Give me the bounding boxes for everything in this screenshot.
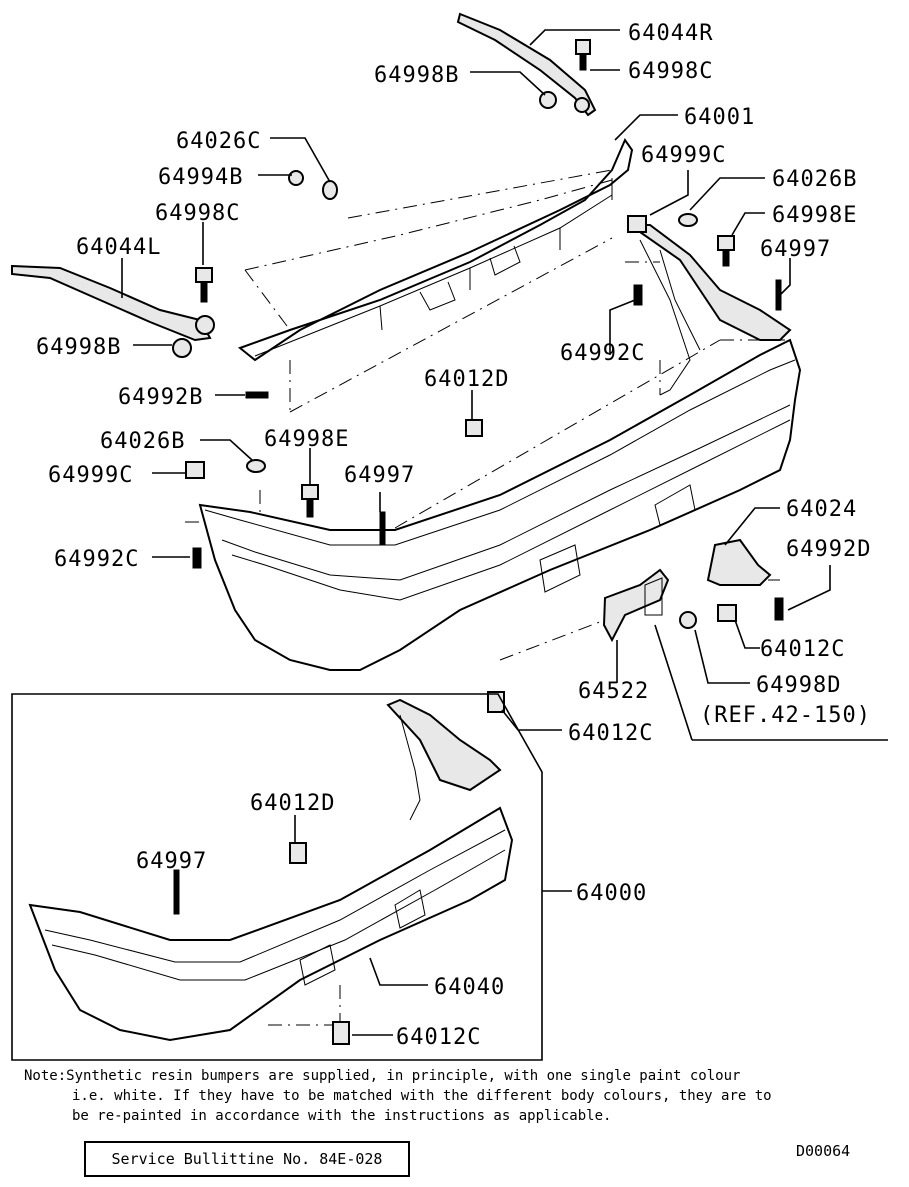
side-rail-right [456,12,597,117]
note-line-1: Note:Synthetic resin bumpers are supplie… [24,1068,741,1084]
label-64044R: 64044R [628,21,713,46]
label-64997-right: 64997 [760,237,831,262]
label-64998B-left: 64998B [36,335,121,360]
leader-lines [121,29,888,1036]
label-64012D-box: 64012D [250,791,335,816]
label-64998C-left: 64998C [155,201,240,226]
label-64012C-mid: 64012C [568,721,653,746]
label-64994B: 64994B [158,165,243,190]
bumper-reinforcement [237,137,634,362]
assembly-box [11,693,543,1061]
label-64012D-mid: 64012D [424,367,509,392]
bumper-cover-main [198,224,802,671]
part-labels: 64044R 64998C 64998B 64001 64026C 64994B… [36,21,871,1050]
label-64001: 64001 [684,105,755,130]
label-ref-42-150: (REF.42-150) [700,703,871,728]
label-64522: 64522 [578,679,649,704]
label-64012C-box: 64012C [396,1025,481,1050]
label-64026B-right: 64026B [772,167,857,192]
note-line-3: be re-painted in accordance with the ins… [72,1108,612,1124]
label-64026B-left: 64026B [100,429,185,454]
label-64040: 64040 [434,975,505,1000]
bracket-64024 [706,538,772,586]
label-64000: 64000 [576,881,647,906]
note-line-2: i.e. white. If they have to be matched w… [72,1088,772,1104]
label-64992C-left: 64992C [54,547,139,572]
label-64998C-top: 64998C [628,59,713,84]
label-64024: 64024 [786,497,857,522]
label-64998D: 64998D [756,673,841,698]
label-64998B-top: 64998B [374,63,459,88]
label-64999C-right: 64999C [641,143,726,168]
label-64044L: 64044L [76,235,161,260]
label-64992C-right: 64992C [560,341,645,366]
label-64026C: 64026C [176,129,261,154]
label-64992D: 64992D [786,537,871,562]
service-bulletin-box: Service Bullittine No. 84E-028 [84,1141,410,1177]
label-64992B: 64992B [118,385,203,410]
label-64997-box: 64997 [136,849,207,874]
bracket-64522 [602,568,670,643]
label-64012C-right: 64012C [760,637,845,662]
side-rail-left [11,264,212,342]
note-text: Note:Synthetic resin bumpers are supplie… [24,1066,884,1126]
label-64999C-left: 64999C [48,463,133,488]
diagram-code: D00064 [796,1142,851,1160]
label-64998E-right: 64998E [772,203,857,228]
fasteners [172,39,784,713]
label-64998E-left: 64998E [264,427,349,452]
label-64997-mid: 64997 [344,463,415,488]
